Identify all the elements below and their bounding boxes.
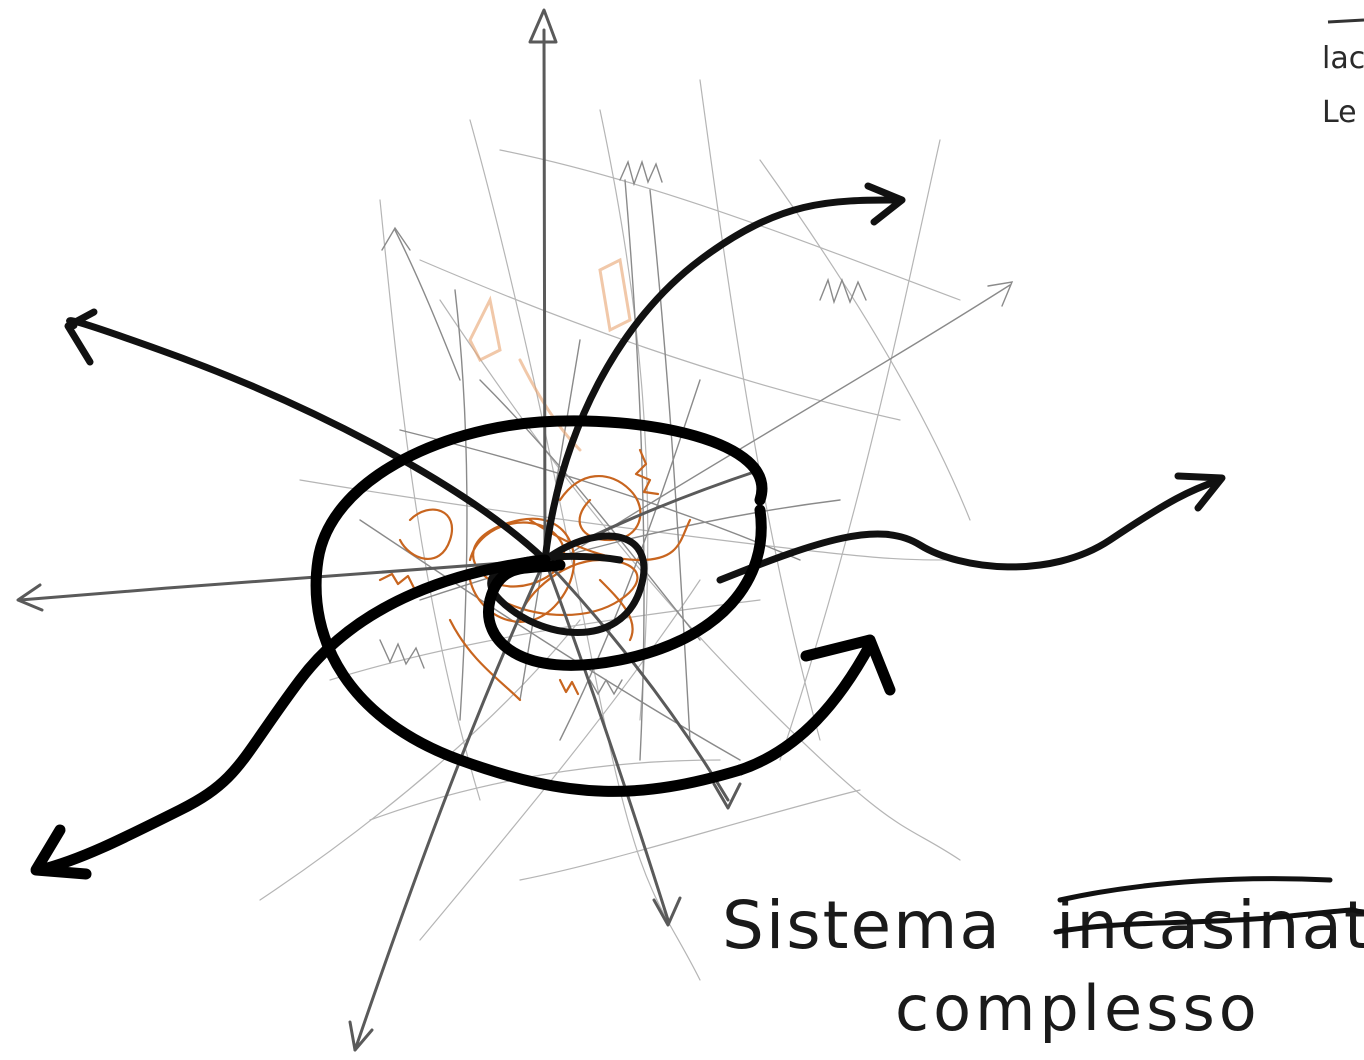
pencil-tangle [260,80,1012,980]
corner-note-line-1: lac [1322,41,1364,76]
ink-spiral [68,186,1222,633]
caption: Sistema incasinato complesso [722,879,1364,1045]
caption-word-sistema: Sistema [722,887,1002,964]
corner-note: lac Le [1322,20,1364,130]
ink-heavy-spiral [36,421,890,874]
corner-note-line-2: Le [1322,95,1357,130]
caption-word-complesso: complesso [895,972,1261,1045]
